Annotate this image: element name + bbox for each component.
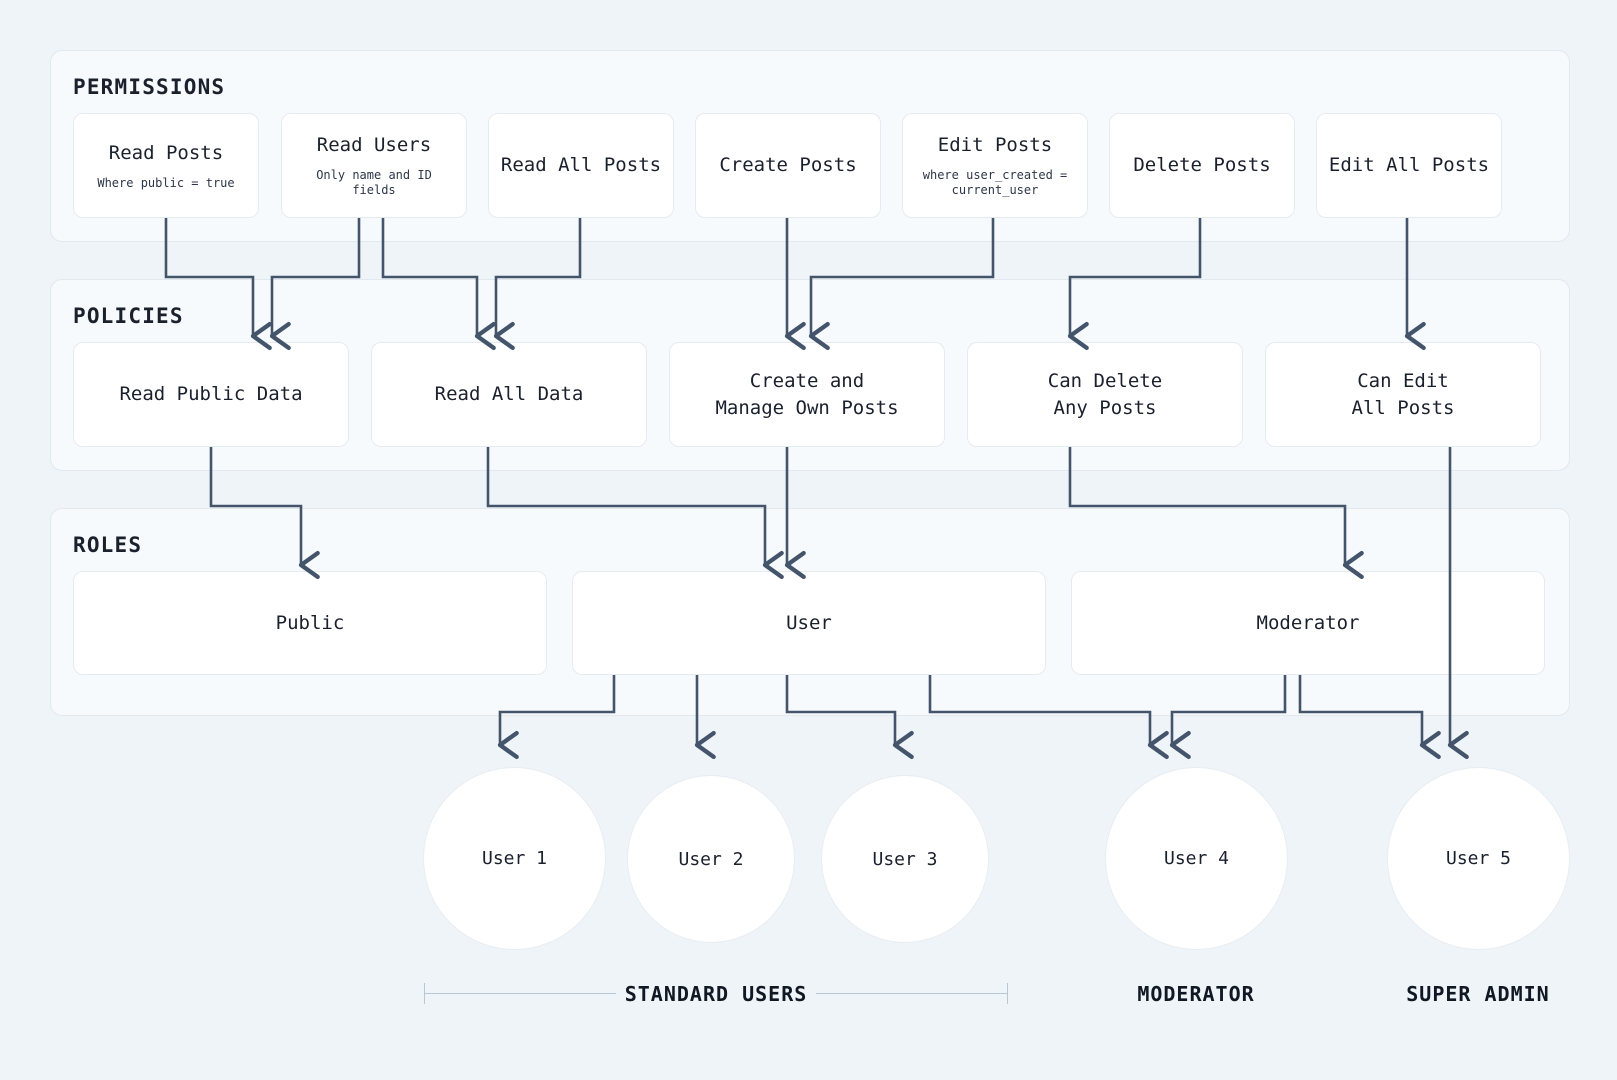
permission-subtitle: Where public = true: [97, 175, 235, 190]
group-label-standard-users: STANDARD USERS: [624, 982, 808, 1006]
permission-title: Edit Posts: [937, 133, 1053, 156]
permission-title: Read Posts: [108, 141, 224, 164]
user-avatar[interactable]: User 1: [423, 767, 606, 950]
role-node[interactable]: User: [572, 571, 1046, 675]
permission-subtitle: where user_created = current_user: [922, 167, 1068, 198]
user-label: User 3: [872, 848, 938, 870]
policy-node[interactable]: Create and Manage Own Posts: [669, 342, 945, 447]
policies-section-title: POLICIES: [73, 304, 184, 328]
user-avatar[interactable]: User 2: [627, 775, 795, 943]
user-avatar[interactable]: User 5: [1387, 767, 1570, 950]
group-label-super-admin: SUPER ADMIN: [1406, 982, 1550, 1006]
role-node[interactable]: Moderator: [1071, 571, 1545, 675]
permission-node[interactable]: Read Users Only name and ID fields: [281, 113, 467, 218]
policy-node[interactable]: Can Delete Any Posts: [967, 342, 1243, 447]
policy-node[interactable]: Read Public Data: [73, 342, 349, 447]
permission-node[interactable]: Delete Posts: [1109, 113, 1295, 218]
user-label: User 4: [1163, 848, 1230, 869]
permission-title: Edit All Posts: [1328, 154, 1490, 177]
permission-node[interactable]: Edit All Posts: [1316, 113, 1502, 218]
policy-title: Can Edit All Posts: [1351, 369, 1455, 419]
policy-title: Read Public Data: [119, 383, 303, 406]
permission-node[interactable]: Read All Posts: [488, 113, 674, 218]
policy-title: Can Delete Any Posts: [1047, 369, 1163, 419]
role-node[interactable]: Public: [73, 571, 547, 675]
permission-title: Create Posts: [719, 154, 857, 177]
permission-node[interactable]: Edit Posts where user_created = current_…: [902, 113, 1088, 218]
permission-title: Read All Posts: [500, 154, 662, 177]
permission-title: Delete Posts: [1133, 154, 1271, 177]
policy-node[interactable]: Read All Data: [371, 342, 647, 447]
permission-title: Read Users: [316, 133, 432, 156]
user-label: User 1: [481, 848, 548, 869]
permission-node[interactable]: Create Posts: [695, 113, 881, 218]
role-title: Public: [275, 611, 345, 634]
standard-users-bracket: [424, 983, 1008, 1004]
permission-subtitle: Only name and ID fields: [316, 167, 432, 198]
policy-node[interactable]: Can Edit All Posts: [1265, 342, 1541, 447]
user-label: User 5: [1445, 848, 1512, 869]
policy-title: Read All Data: [434, 383, 584, 406]
role-title: User: [786, 611, 832, 634]
user-label: User 2: [678, 848, 744, 870]
group-label-moderator: MODERATOR: [1137, 982, 1255, 1006]
roles-section-title: ROLES: [73, 533, 143, 557]
policy-title: Create and Manage Own Posts: [715, 369, 899, 419]
permissions-section-title: PERMISSIONS: [73, 75, 226, 99]
user-avatar[interactable]: User 3: [821, 775, 989, 943]
role-title: Moderator: [1256, 611, 1360, 634]
permission-node[interactable]: Read Posts Where public = true: [73, 113, 259, 218]
user-avatar[interactable]: User 4: [1105, 767, 1288, 950]
